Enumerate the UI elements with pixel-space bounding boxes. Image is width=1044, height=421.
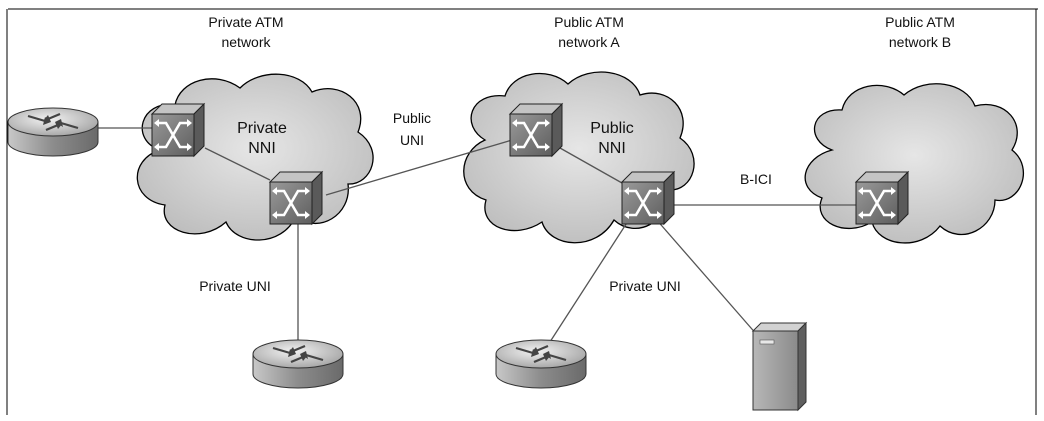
- public-atm-network-a-label-line1: Public ATM: [554, 14, 624, 30]
- router-icon: [6, 106, 100, 158]
- atm-switch-icon: [150, 102, 206, 158]
- link-public-uni: [325, 139, 513, 196]
- link-public-switch2-to-server: [654, 217, 759, 337]
- public-atm-network-b-label-line1: Public ATM: [885, 14, 955, 30]
- public-nni-label-line2: NNI: [598, 140, 626, 157]
- router-icon: [494, 338, 588, 390]
- public-atm-network-b-label-line2: network B: [889, 34, 951, 50]
- atm-switch-icon: [268, 170, 324, 226]
- link-public-switch2-to-router: [547, 217, 631, 346]
- atm-switch-icon: [854, 170, 910, 226]
- atm-switch-icon: [620, 170, 676, 226]
- public-nni-label-line1: Public: [590, 120, 634, 137]
- cloud-public-atm-b: [804, 83, 1024, 244]
- b-ici-label: B-ICI: [740, 171, 772, 187]
- public-uni-label-line2: UNI: [400, 132, 424, 148]
- private-atm-network-label-line2: network: [221, 34, 271, 50]
- public-uni-label-line1: Public: [393, 110, 431, 126]
- atm-switch-icon: [508, 102, 564, 158]
- cloud-private-atm: [136, 73, 374, 241]
- server-icon: [751, 321, 808, 412]
- router-icon: [251, 338, 345, 390]
- link-private-switch1-to-switch2: [204, 147, 271, 181]
- public-atm-network-a-label-line2: network A: [558, 34, 620, 50]
- private-nni-label-line2: NNI: [248, 140, 276, 157]
- private-nni-label-line1: Private: [237, 120, 287, 137]
- private-uni-left-label: Private UNI: [199, 278, 271, 294]
- link-public-switch1-to-switch2: [559, 147, 623, 184]
- private-uni-right-label: Private UNI: [609, 278, 681, 294]
- private-atm-network-label-line1: Private ATM: [208, 14, 283, 30]
